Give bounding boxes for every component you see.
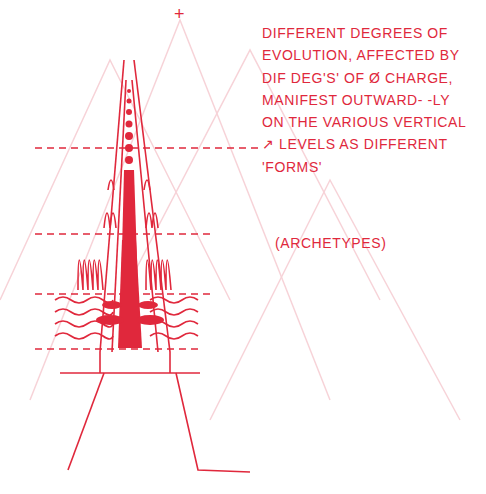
charge-blob <box>96 315 124 325</box>
charge-blob <box>136 315 164 325</box>
level-line <box>35 147 262 149</box>
base-line <box>60 372 200 374</box>
archetypes-note: (ARCHETYPES) <box>275 233 415 253</box>
charge-dot <box>125 144 133 152</box>
charge-dot <box>127 89 131 93</box>
loop-forms <box>78 260 103 290</box>
loop-forms <box>146 260 171 290</box>
level-line <box>35 348 200 350</box>
charge-column <box>96 89 164 348</box>
charge-blob <box>138 301 158 309</box>
explanatory-note: DIFFERENT DEGREES OF EVOLUTION, AFFECTED… <box>262 22 476 178</box>
stem <box>169 352 171 373</box>
faint-triangle <box>210 180 460 420</box>
charge-dot <box>126 121 133 128</box>
base-leg <box>68 373 104 470</box>
main-drawing <box>35 60 262 472</box>
stem <box>99 352 101 373</box>
charge-blob <box>102 301 122 309</box>
charge-dot <box>125 132 133 140</box>
charge-fill <box>121 170 138 290</box>
charge-dot <box>125 156 133 164</box>
charge-dot <box>127 99 132 104</box>
base-leg <box>176 373 250 472</box>
faint-triangle <box>0 60 230 300</box>
plus-symbol: + <box>174 4 194 24</box>
charge-dot <box>126 109 132 115</box>
